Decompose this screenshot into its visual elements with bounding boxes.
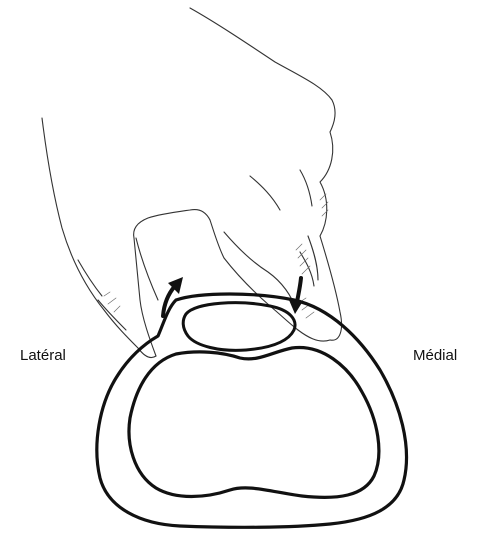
lateral-label: Latéral [20,347,66,364]
curved-arrow-up-icon [163,277,183,316]
arrow-down-icon [289,278,303,314]
knee-cross-section-icon [129,348,379,498]
knee-outer-contour [97,294,407,527]
patella-contour-icon [183,303,295,351]
medial-label: Médial [413,347,457,364]
